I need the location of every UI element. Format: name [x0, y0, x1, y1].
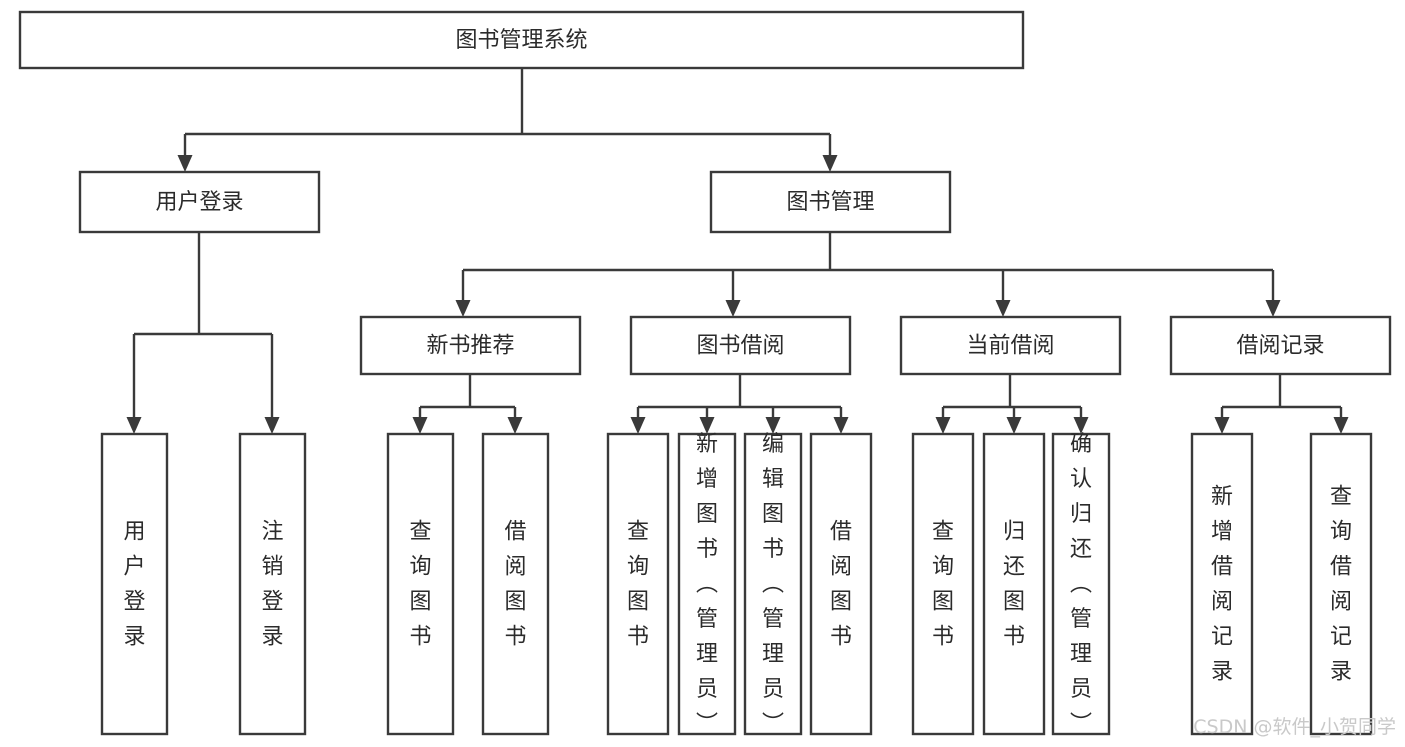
connector-layer	[126, 68, 1349, 434]
node-current-borrow[interactable]: 当前借阅	[899, 315, 1122, 376]
csdn-watermark: CSDN @软件_小贺同学	[1193, 716, 1396, 738]
node-label-leaf-query-book-borrow: 查询图书	[627, 520, 649, 650]
node-box-leaf-edit-book-admin[interactable]	[743, 432, 803, 736]
node-borrow-record[interactable]: 借阅记录	[1169, 315, 1392, 376]
node-box-leaf-confirm-return-admin[interactable]	[1051, 432, 1111, 736]
node-book-borrow[interactable]: 图书借阅	[629, 315, 852, 376]
node-label-user-login: 用户登录	[155, 190, 243, 215]
node-leaf-add-book-admin[interactable]: 新增图书︵管理员︶	[677, 432, 737, 737]
node-leaf-logout-login[interactable]: 注销登录	[238, 432, 307, 736]
conn-bookborrow-leaves	[630, 374, 849, 434]
node-leaf-query-borrow-record[interactable]: 查询借阅记录	[1309, 432, 1373, 736]
node-box-leaf-query-book-borrow[interactable]	[606, 432, 670, 736]
node-leaf-query-book-cur[interactable]: 查询图书	[911, 432, 975, 736]
node-box-borrow-record[interactable]	[1169, 315, 1392, 376]
node-label-leaf-return-book: 归还图书	[1003, 520, 1025, 650]
node-label-leaf-logout-login: 注销登录	[261, 520, 283, 650]
conn-root-level1	[177, 68, 838, 172]
node-box-leaf-logout-login[interactable]	[238, 432, 307, 736]
node-label-borrow-record: 借阅记录	[1236, 334, 1324, 359]
node-box-current-borrow[interactable]	[899, 315, 1122, 376]
node-leaf-user-login[interactable]: 用户登录	[100, 432, 169, 736]
node-label-leaf-query-book-rec: 查询图书	[409, 520, 431, 650]
node-leaf-borrow-book[interactable]: 借阅图书	[809, 432, 873, 736]
node-box-leaf-query-borrow-record[interactable]	[1309, 432, 1373, 736]
node-label-leaf-query-borrow-record: 查询借阅记录	[1330, 485, 1352, 685]
conn-currentborrow-leaves	[935, 374, 1089, 434]
node-box-leaf-user-login[interactable]	[100, 432, 169, 736]
node-label-book-manage: 图书管理	[786, 190, 874, 215]
node-label-book-borrow: 图书借阅	[696, 334, 784, 359]
node-box-leaf-query-book-rec[interactable]	[386, 432, 455, 736]
conn-borrowrecord-leaves	[1214, 374, 1349, 434]
conn-newbook-leaves	[412, 374, 523, 434]
node-label-leaf-user-login: 用户登录	[123, 520, 145, 650]
node-layer: 图书管理系统用户登录图书管理新书推荐图书借阅当前借阅借阅记录用户登录注销登录查询…	[18, 10, 1392, 737]
node-box-book-borrow[interactable]	[629, 315, 852, 376]
node-label-leaf-edit-book-admin: 编辑图书︵管理员︶	[762, 432, 784, 737]
conn-userlogin-leaves	[126, 232, 280, 434]
node-leaf-query-book-rec[interactable]: 查询图书	[386, 432, 455, 736]
node-label-leaf-add-borrow-record: 新增借阅记录	[1211, 485, 1233, 685]
node-label-current-borrow: 当前借阅	[966, 334, 1054, 359]
node-label-leaf-confirm-return-admin: 确认归还︵管理员︶	[1070, 432, 1092, 737]
node-box-book-manage[interactable]	[709, 170, 952, 234]
node-label-leaf-add-book-admin: 新增图书︵管理员︶	[696, 432, 718, 737]
node-leaf-confirm-return-admin[interactable]: 确认归还︵管理员︶	[1051, 432, 1111, 737]
node-root[interactable]: 图书管理系统	[18, 10, 1025, 70]
node-leaf-add-borrow-record[interactable]: 新增借阅记录	[1190, 432, 1254, 736]
node-leaf-borrow-book-rec[interactable]: 借阅图书	[481, 432, 550, 736]
node-box-leaf-borrow-book[interactable]	[809, 432, 873, 736]
node-book-manage[interactable]: 图书管理	[709, 170, 952, 234]
node-leaf-return-book[interactable]: 归还图书	[982, 432, 1046, 736]
node-leaf-query-book-borrow[interactable]: 查询图书	[606, 432, 670, 736]
node-box-leaf-add-borrow-record[interactable]	[1190, 432, 1254, 736]
node-box-leaf-return-book[interactable]	[982, 432, 1046, 736]
node-new-book-recommend[interactable]: 新书推荐	[359, 315, 582, 376]
node-box-root[interactable]	[18, 10, 1025, 70]
node-box-leaf-add-book-admin[interactable]	[677, 432, 737, 736]
node-label-leaf-borrow-book: 借阅图书	[830, 520, 852, 650]
node-label-leaf-query-book-cur: 查询图书	[932, 520, 954, 650]
conn-bookmanage-level2	[455, 232, 1281, 317]
node-user-login[interactable]: 用户登录	[78, 170, 321, 234]
node-label-root: 图书管理系统	[455, 28, 587, 53]
node-box-user-login[interactable]	[78, 170, 321, 234]
node-box-leaf-query-book-cur[interactable]	[911, 432, 975, 736]
node-box-leaf-borrow-book-rec[interactable]	[481, 432, 550, 736]
node-box-new-book-recommend[interactable]	[359, 315, 582, 376]
node-leaf-edit-book-admin[interactable]: 编辑图书︵管理员︶	[743, 432, 803, 737]
node-label-leaf-borrow-book-rec: 借阅图书	[504, 520, 526, 650]
node-label-new-book-recommend: 新书推荐	[426, 334, 514, 359]
